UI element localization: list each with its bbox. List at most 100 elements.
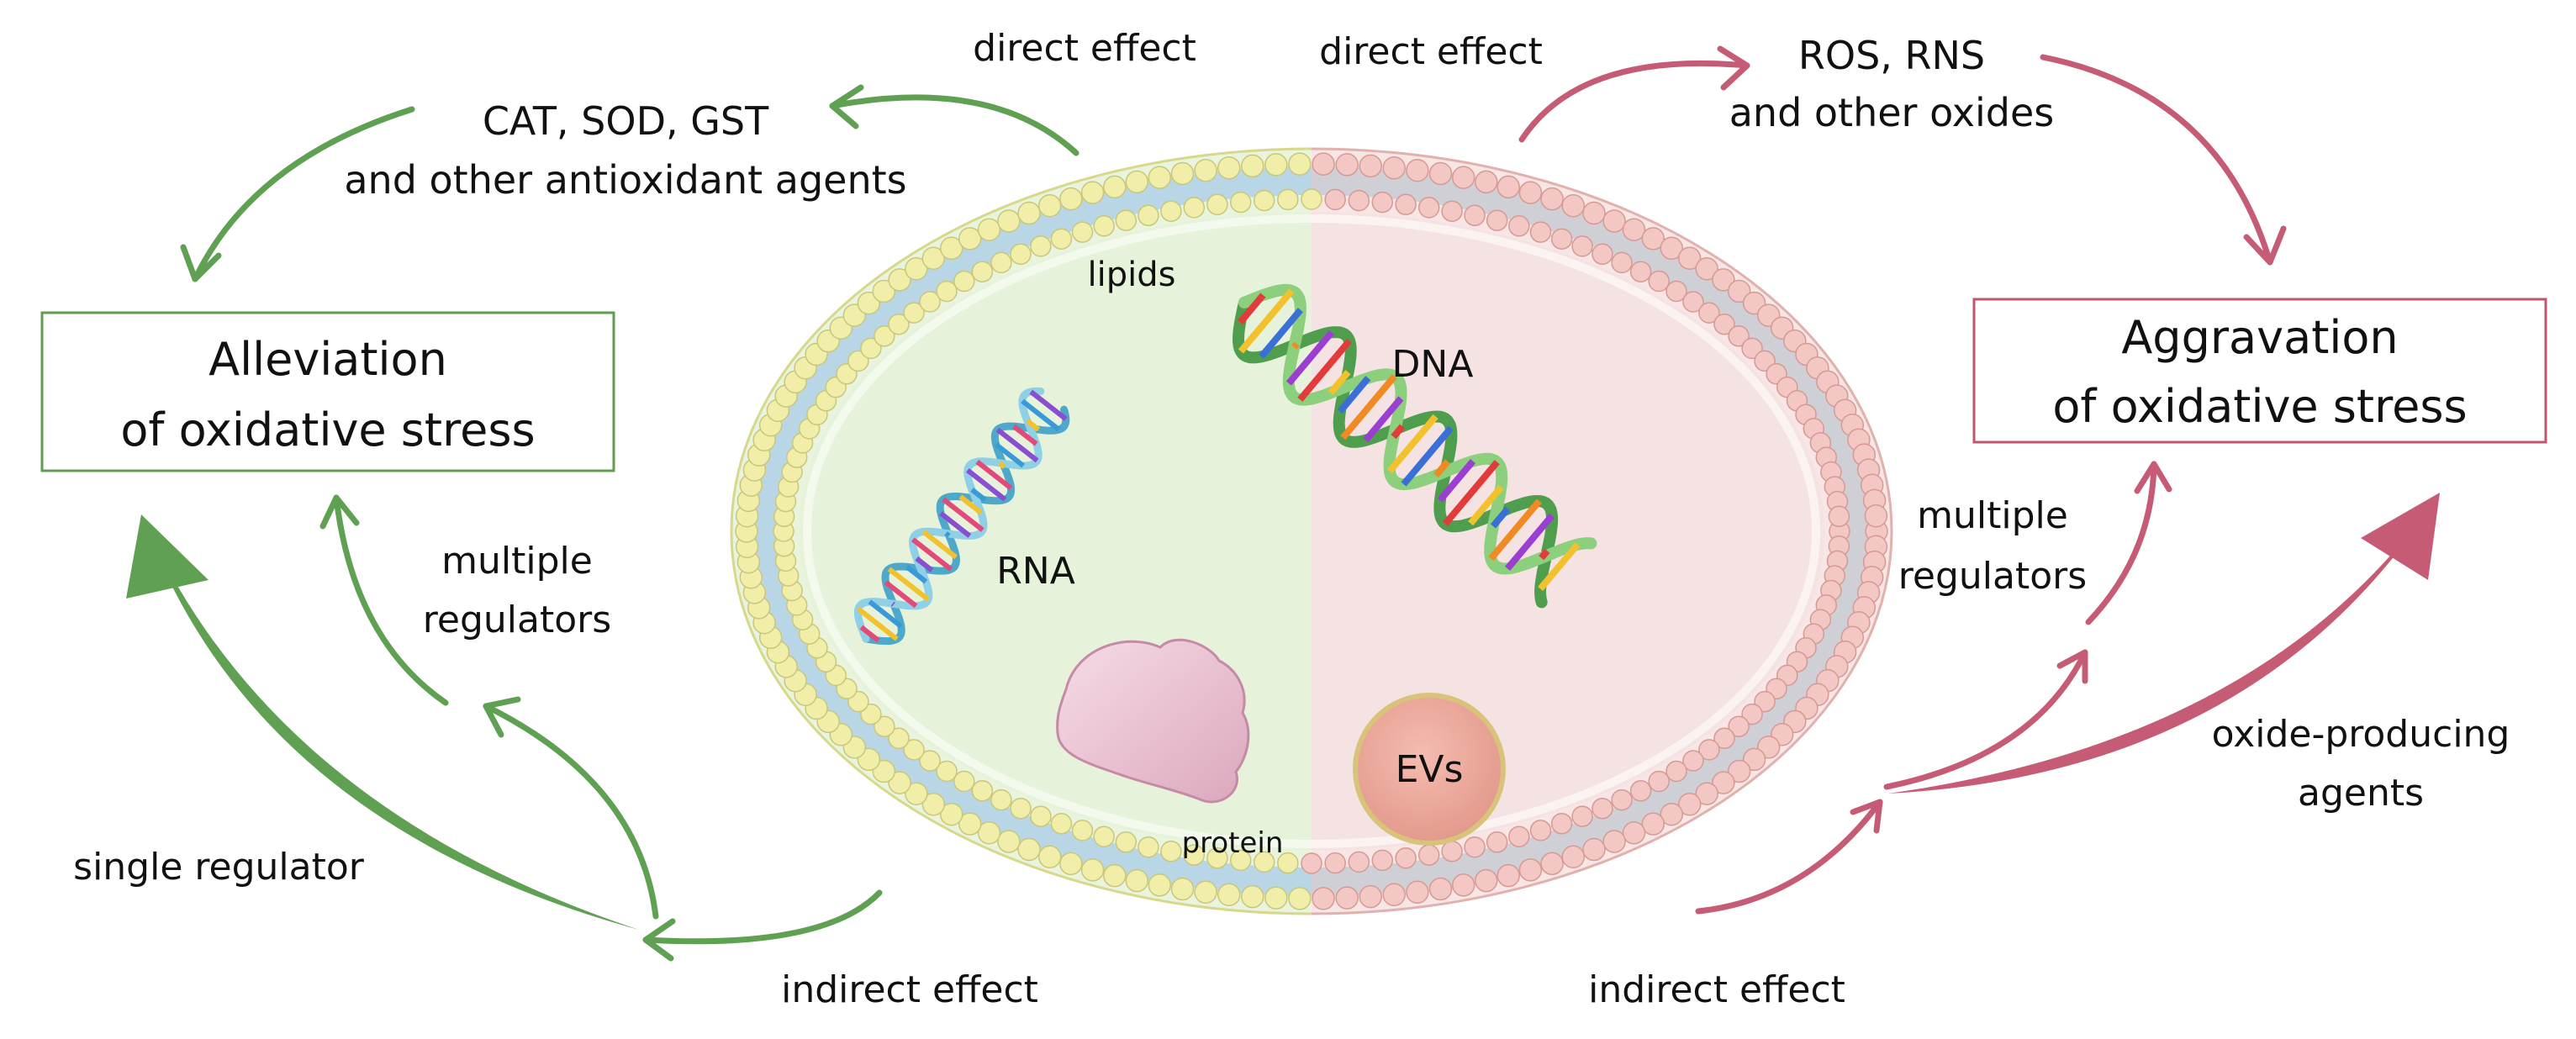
lipid-head: [1253, 851, 1275, 873]
green-arrows: [126, 84, 1079, 962]
lipid-head: [1148, 166, 1172, 189]
lipid-head: [1312, 887, 1335, 910]
lipid-head: [1371, 191, 1394, 214]
lipid-head: [1183, 844, 1206, 866]
oxide-producing-label-line2: agents: [2298, 772, 2424, 815]
lipid-head: [1382, 883, 1406, 907]
lipid-head: [936, 280, 958, 303]
base-pair: [911, 537, 953, 572]
indirect-effect-label-right: indirect effect: [1588, 968, 1845, 1011]
lipid-head: [1622, 821, 1646, 845]
lipid-head: [1206, 193, 1228, 216]
lipid-head: [1080, 181, 1105, 204]
base-pair: [1363, 396, 1404, 443]
lipid-head: [1497, 863, 1520, 888]
base-pair: [868, 599, 903, 629]
base-pair: [1539, 548, 1550, 561]
lipid-head: [1324, 852, 1346, 874]
lipid-head: [905, 257, 928, 281]
lipid-head: [1241, 884, 1264, 909]
lipid-head: [1071, 221, 1094, 243]
lipid-head: [1037, 845, 1062, 869]
lipid-head: [1561, 193, 1586, 218]
lipid-head: [1713, 313, 1735, 335]
lipid-head: [1713, 727, 1735, 750]
lipid-head: [1464, 204, 1486, 227]
lipid-head: [1712, 268, 1735, 292]
lipid-head: [1030, 805, 1052, 827]
indirect-effect-label-left: indirect effect: [781, 968, 1038, 1011]
base-pair: [975, 459, 1013, 491]
lipid-head: [888, 771, 911, 794]
lipid-head: [1335, 886, 1359, 910]
lipid-head: [905, 782, 928, 805]
lipid-head: [872, 279, 896, 303]
lipid-head: [1406, 880, 1429, 905]
multiple-regulators-arrow-left: [483, 703, 659, 920]
lipid-head: [1698, 739, 1720, 761]
multiple-regulators-arrow-right: [1883, 649, 2088, 790]
base-pair: [1337, 376, 1371, 414]
antioxidant-label-line2: and other antioxidant agents: [344, 157, 906, 203]
base-pair: [1391, 424, 1406, 440]
alleviation-subtitle: of oxidative stress: [120, 403, 535, 456]
lipid-head: [1093, 825, 1115, 847]
lipid-head: [1183, 197, 1206, 219]
lipid-head: [1253, 189, 1275, 212]
lipid-head: [903, 302, 925, 324]
lipid-head: [1571, 235, 1593, 257]
base-pair: [1029, 389, 1068, 421]
base-pair: [1437, 458, 1476, 503]
lipid-head: [1648, 270, 1670, 293]
lipid-head: [971, 261, 994, 282]
aggravation-box: Aggravation of oxidative stress: [1972, 298, 2547, 444]
base-pair: [915, 556, 934, 572]
lipid-head: [1486, 831, 1508, 853]
lipid-head: [1550, 228, 1573, 250]
lipid-head: [1217, 156, 1241, 180]
base-pair: [942, 497, 984, 532]
lipid-head: [888, 313, 910, 335]
base-pair: [1488, 498, 1542, 562]
lipid-head: [1660, 802, 1684, 826]
lipid-head: [1518, 181, 1543, 204]
lipid-head: [1395, 193, 1417, 216]
single-regulator-label: single regulator: [73, 846, 365, 889]
lipid-head: [1335, 153, 1359, 177]
base-pair: [965, 468, 1007, 502]
lipid-head: [1103, 863, 1127, 888]
lipid-head: [1695, 782, 1718, 805]
alleviation-title: Alleviation: [209, 333, 447, 386]
lipid-head: [921, 793, 946, 816]
lipid-head: [1428, 161, 1453, 186]
lipid-head: [1264, 153, 1288, 177]
lipid-head: [1241, 154, 1264, 178]
lipid-head: [1641, 227, 1665, 251]
lipid-head: [1115, 209, 1138, 231]
base-pair: [1442, 460, 1500, 526]
dna-helix-icon: [1232, 283, 1597, 609]
lipid-head: [1264, 886, 1288, 910]
base-pair: [997, 461, 1006, 469]
lipid-head: [1741, 703, 1763, 725]
base-pair: [995, 427, 1039, 463]
antioxidant-arrow: [192, 106, 415, 282]
lipid-head: [1451, 166, 1475, 189]
lipid-head: [1629, 261, 1652, 282]
direct-effect-label-right: direct effect: [1319, 30, 1543, 73]
protein-label: protein: [1182, 826, 1284, 860]
lipid-head: [971, 780, 994, 802]
lipid-head: [874, 715, 895, 737]
lipid-head: [1592, 243, 1613, 266]
lipid-head: [1093, 215, 1115, 237]
base-pair: [1468, 484, 1504, 526]
lipid-head: [1474, 868, 1498, 893]
lipid-head: [1486, 209, 1508, 231]
lipid-head: [977, 821, 1001, 845]
lipid-head: [1464, 836, 1486, 858]
lipid-head: [1695, 257, 1718, 281]
lipid-head: [939, 802, 963, 826]
lipid-head: [1324, 188, 1346, 211]
lipid-head: [1406, 158, 1429, 182]
